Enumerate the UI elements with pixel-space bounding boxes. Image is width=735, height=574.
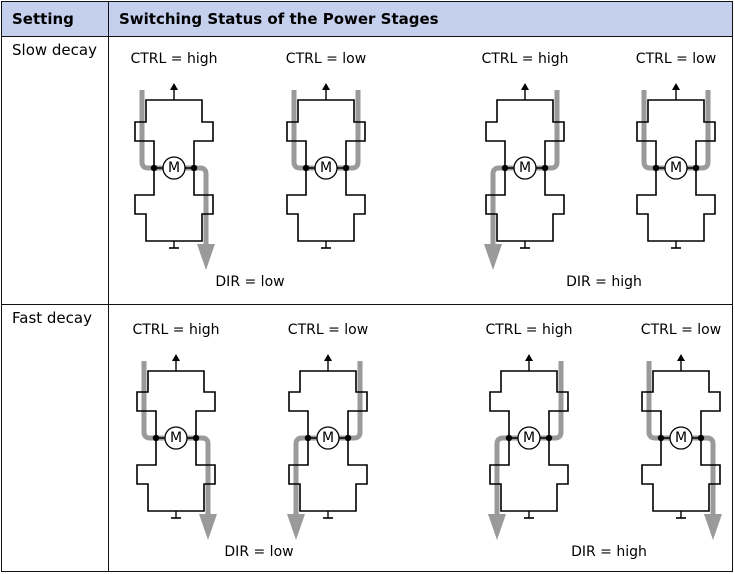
current-direction-arrow [704,514,722,540]
ctrl-label: CTRL = low [641,322,721,338]
motor-label: M [519,160,531,176]
ctrl-label: CTRL = high [481,51,568,67]
node-dot [692,164,700,172]
node-dot [152,434,160,442]
h-bridge-circuit [134,83,214,249]
status-column-header: Switching Status of the Power Stages [108,1,733,37]
motor-icon [164,426,188,450]
node-dot [302,164,310,172]
motor-icon [162,156,186,180]
setting-label: Fast decay [12,309,92,327]
node-dot [192,434,200,442]
setting-column-header: Setting [1,1,109,37]
supply-arrow-icon [672,83,680,90]
dir-label: DIR = high [571,544,647,560]
motor-icon [314,156,338,180]
supply-arrow-icon [324,354,332,361]
node-dot [657,434,665,442]
node-dot [190,164,198,172]
current-direction-arrow [484,244,502,270]
node-dot [652,164,660,172]
supply-arrow-icon [172,354,180,361]
dir-label: DIR = low [215,274,284,290]
node-dot [342,164,350,172]
motor-label: M [168,160,180,176]
slow-decay-setting-cell: Slow decay [1,36,109,305]
motor-label: M [320,160,332,176]
motor-icon [517,426,541,450]
current-direction-arrow [199,514,217,540]
ctrl-label: CTRL = low [288,322,368,338]
ctrl-label: CTRL = high [130,51,217,67]
supply-arrow-icon [521,83,529,90]
motor-label: M [675,430,687,446]
ctrl-label: CTRL = high [485,322,572,338]
ctrl-label: CTRL = low [636,51,716,67]
dir-label: DIR = low [224,544,293,560]
supply-arrow-icon [170,83,178,90]
current-path [641,90,711,171]
motor-icon [669,426,693,450]
motor-icon [316,426,340,450]
fast-decay-setting-cell: Fast decay [1,304,109,572]
node-dot [541,164,549,172]
node-dot [501,164,509,172]
current-direction-arrow [287,514,305,540]
h-bridge-circuit [636,83,716,249]
node-dot [344,434,352,442]
node-dot [697,434,705,442]
supply-arrow-icon [677,354,685,361]
current-direction-arrow [488,514,506,540]
motor-icon [664,156,688,180]
supply-arrow-icon [322,83,330,90]
motor-icon [513,156,537,180]
motor-label: M [170,430,182,446]
setting-label: Slow decay [12,41,97,59]
node-dot [304,434,312,442]
motor-label: M [670,160,682,176]
current-path [291,90,361,171]
ctrl-label: CTRL = low [286,51,366,67]
supply-arrow-icon [525,354,533,361]
node-dot [505,434,513,442]
dir-label: DIR = high [566,274,642,290]
current-direction-arrow [197,244,215,270]
ctrl-label: CTRL = high [132,322,219,338]
motor-label: M [322,430,334,446]
motor-label: M [523,430,535,446]
node-dot [545,434,553,442]
node-dot [150,164,158,172]
table-header-row: Setting Switching Status of the Power St… [1,1,733,37]
